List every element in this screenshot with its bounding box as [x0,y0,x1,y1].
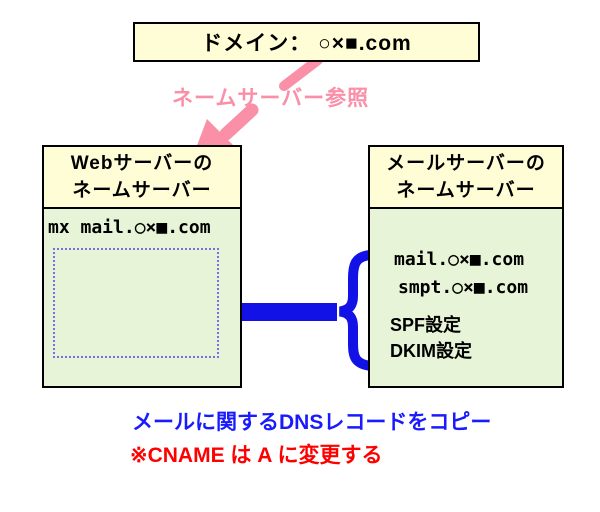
copy-dns-records-note: メールに関するDNSレコードをコピー [132,411,492,434]
spf-setting-label: SPF設定 [390,315,462,335]
domain-label: ドメイン： ○×■.com [201,32,412,55]
nameserver-ref-label: ネームサーバー参照 [172,87,370,110]
web-nameserver-box-body: mx mail.○×■.com [44,209,240,388]
mail-nameserver-box: メールサーバーの ネームサーバー mail.○×■.com smpt.○×■.c… [368,145,564,388]
cname-change-note: ※CNAME は A に変更する [130,444,383,467]
paste-target-placeholder [53,248,219,358]
smpt-record-host: smpt.○×■.com [398,277,529,298]
web-ns-title-line2: ネームサーバー [72,180,212,201]
web-ns-title-line1: Webサーバーの [70,153,214,174]
web-nameserver-box: Webサーバーの ネームサーバー mx mail.○×■.com [42,145,242,388]
mail-ns-title-line1: メールサーバーの [386,153,546,174]
nameserver-ref-arrow-lower-segment [219,103,259,141]
mx-record-text: mx mail.○×■.com [48,217,211,238]
web-nameserver-box-header: Webサーバーの ネームサーバー [44,147,240,209]
mail-record-host: mail.○×■.com [394,249,525,270]
domain-box: ドメイン： ○×■.com [133,22,480,62]
mail-nameserver-box-header: メールサーバーの ネームサーバー [370,147,562,209]
dkim-setting-label: DKIM設定 [390,341,472,361]
mail-nameserver-box-body: mail.○×■.com smpt.○×■.com SPF設定 DKIM設定 [370,209,562,388]
mail-ns-title-line2: ネームサーバー [396,180,536,201]
left-curly-brace-icon [338,250,376,371]
